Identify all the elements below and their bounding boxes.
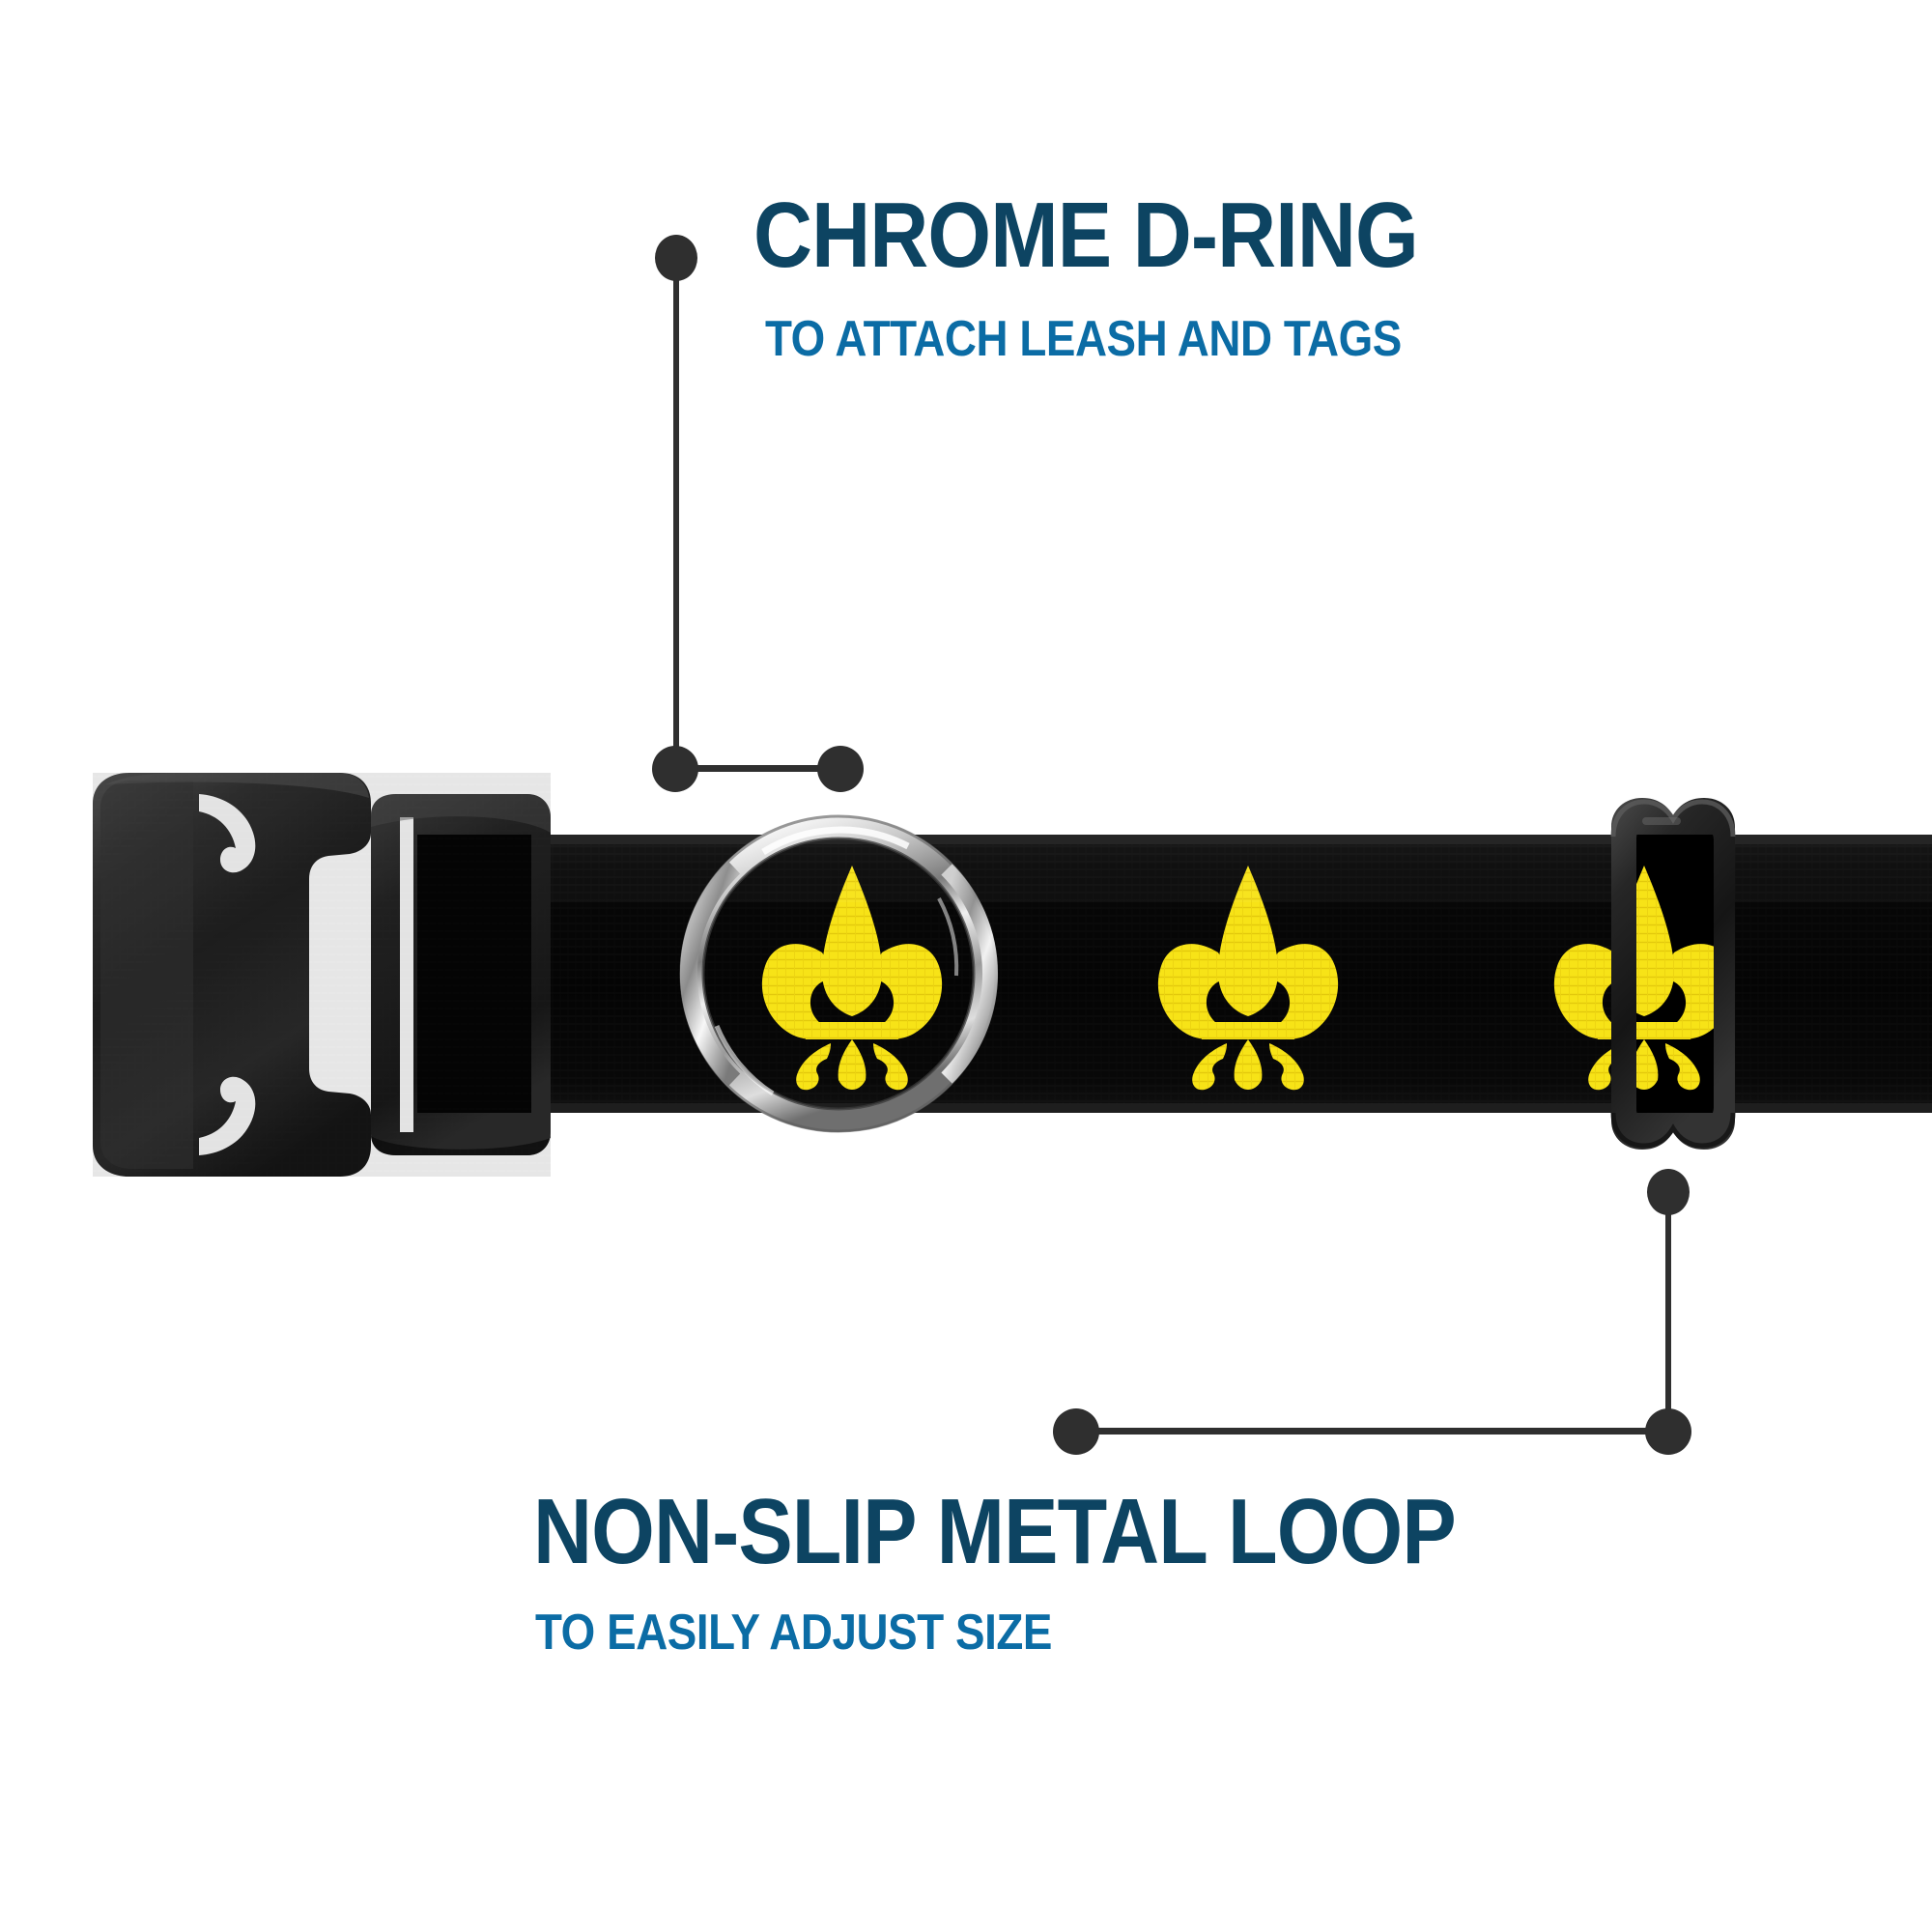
leader-line-top-horizontal [673,765,841,772]
callout-subtitle-non-slip-metal-loop: TO EASILY ADJUST SIZE [535,1605,1052,1661]
fleur-de-lis-pattern [415,866,1735,1091]
callout-title-non-slip-metal-loop: NON-SLIP METAL LOOP [533,1480,1457,1583]
leader-line-top-vertical [673,253,679,768]
collar-webbing [415,835,1932,1113]
leader-dot-bottom-elbow [1645,1408,1691,1455]
leader-line-bottom-horizontal [1094,1428,1669,1435]
leader-dot-top-elbow [652,746,698,792]
leader-line-bottom-vertical [1665,1190,1671,1439]
callout-title-chrome-d-ring: CHROME D-RING [753,184,1419,287]
leader-dot-top-target [817,746,864,792]
leader-dot-top-start [655,235,697,281]
side-release-buckle [93,773,551,1177]
leader-dot-bottom-target [1647,1169,1690,1215]
leader-dot-bottom-end [1053,1408,1099,1455]
slider-loop [1610,798,1736,1150]
callout-subtitle-chrome-d-ring: TO ATTACH LEASH AND TAGS [765,311,1402,367]
chrome-d-ring [679,814,999,1133]
